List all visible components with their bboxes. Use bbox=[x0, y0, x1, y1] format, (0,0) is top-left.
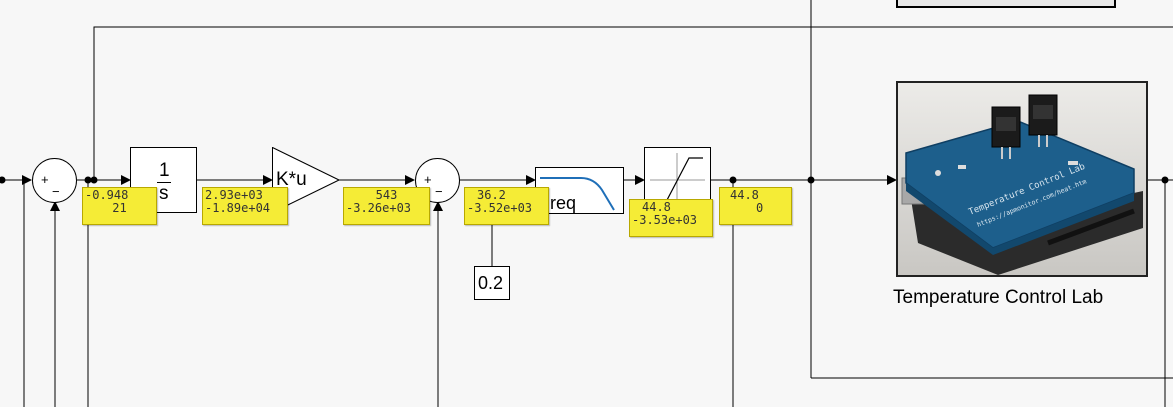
sum-1-minus-sign: − bbox=[52, 184, 60, 199]
integrator-numerator: 1 bbox=[159, 160, 170, 182]
display-3[interactable]: 543 -3.26e+03 bbox=[343, 187, 430, 225]
filter-label: req bbox=[550, 193, 576, 214]
tclab-board-image: Temperature Control Lab https://apmonito… bbox=[898, 83, 1146, 275]
display-5-line-2: -3.53e+03 bbox=[632, 214, 710, 227]
constant-value: 0.2 bbox=[478, 273, 503, 294]
integrator-denominator: s bbox=[159, 183, 169, 205]
display-2-line-2: -1.89e+04 bbox=[205, 202, 285, 215]
sum-1-plus-sign: + bbox=[41, 172, 49, 187]
display-2[interactable]: 2.93e+03 -1.89e+04 bbox=[202, 187, 288, 225]
display-1[interactable]: -0.948 21 bbox=[82, 187, 157, 225]
display-6-line-2: 0 bbox=[722, 202, 789, 215]
sum-block-1[interactable]: + − bbox=[32, 158, 77, 203]
display-1-line-2: 21 bbox=[85, 202, 154, 215]
constant-block[interactable]: 0.2 bbox=[474, 266, 510, 300]
sum-2-plus-sign: + bbox=[424, 172, 432, 187]
sum-2-minus-sign: − bbox=[435, 184, 443, 199]
display-5[interactable]: 44.8 -3.53e+03 bbox=[629, 199, 713, 237]
display-3-line-2: -3.26e+03 bbox=[346, 202, 427, 215]
tclab-block[interactable]: Temperature Control Lab https://apmonito… bbox=[896, 81, 1148, 277]
display-4-line-2: -3.52e+03 bbox=[467, 202, 546, 215]
display-4[interactable]: 36.2 -3.52e+03 bbox=[464, 187, 549, 225]
display-6[interactable]: 44.8 0 bbox=[719, 187, 792, 225]
tclab-caption: Temperature Control Lab bbox=[893, 287, 1103, 309]
top-right-block[interactable] bbox=[896, 0, 1116, 8]
